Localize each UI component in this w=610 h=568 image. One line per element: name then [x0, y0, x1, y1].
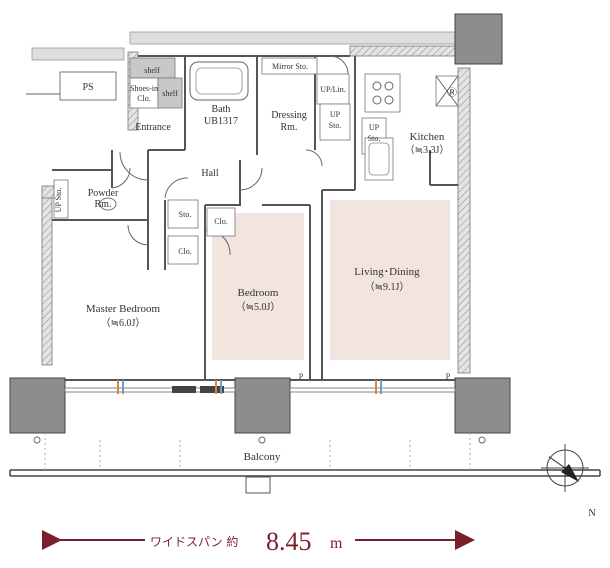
sto-label: Sto.: [329, 121, 342, 130]
width-value: 8.45: [266, 527, 312, 556]
living-dining-size: （≒9.1J）: [365, 281, 410, 293]
master-bedroom-size: （≒6.0J）: [101, 317, 146, 329]
up-lin-label: UP/Lin.: [320, 85, 346, 94]
mirror-storage: [261, 57, 318, 75]
width-label: ワイドスパン 約: [150, 534, 238, 549]
column-s: [234, 377, 291, 434]
kitchen-size-label: （≒3.3J）: [405, 144, 450, 156]
east-wall: [457, 67, 471, 374]
upper-left-wall: [31, 47, 125, 61]
dressing-label: Dressing: [271, 110, 307, 121]
living-highlight: [330, 200, 450, 360]
hall-closet-2: [167, 235, 199, 265]
hall-clo-2-label: Clo.: [178, 247, 192, 256]
bath-label: Bath: [212, 104, 231, 115]
shelf-side-label: shelf: [162, 89, 178, 98]
sash-2: [200, 386, 224, 393]
sash-1: [172, 386, 196, 393]
up-linen: [316, 73, 350, 105]
shoes-clo-label: Clo.: [137, 94, 151, 103]
ps-label: PS: [82, 82, 93, 93]
sto-kitchen-label: Sto.: [368, 134, 381, 143]
upper-corridor-wall: [129, 31, 456, 45]
up-label: UP: [330, 110, 341, 119]
north-wall: [349, 45, 461, 57]
column-se: [454, 377, 511, 434]
shelf-side: [157, 77, 183, 109]
north-label: N: [588, 508, 595, 519]
shoes-in-closet: [129, 77, 159, 109]
up-kitchen-label: UP: [369, 123, 380, 132]
fridge-icon: Ⓡ: [447, 87, 457, 99]
entrance-label: Entrance: [135, 122, 171, 133]
west-wall: [41, 194, 53, 366]
bedroom-label: Bedroom: [238, 287, 279, 299]
compass-icon: [541, 444, 589, 492]
powder-up-storage: [53, 179, 69, 219]
p-label-2: P: [446, 372, 451, 381]
bathtub: [189, 61, 249, 101]
cooktop: [364, 73, 401, 113]
p-label-1: P: [299, 372, 304, 381]
bedroom-size: （≒5.0J）: [236, 301, 281, 313]
powder-up-sto-label: UP Sto.: [54, 188, 63, 213]
width-label-bg: [145, 522, 355, 556]
kitchen-label: Kitchen: [410, 131, 445, 143]
ps-shaft: [59, 71, 117, 101]
powder-rm-label: Rm.: [95, 199, 112, 210]
hall-clo-1-label: Clo.: [214, 217, 228, 226]
powder-label: Powder: [88, 188, 119, 199]
master-bedroom-label: Master Bedroom: [86, 303, 161, 315]
bath-unit-label: UB1317: [204, 116, 238, 127]
door-swings: [111, 55, 349, 256]
bedroom-highlight: [212, 213, 304, 360]
mirror-sto-label: Mirror Sto.: [272, 62, 308, 71]
interior-walls: [52, 55, 470, 381]
column-sw: [9, 377, 66, 434]
window-east: [289, 387, 456, 393]
balcony-divisions: [44, 433, 471, 470]
balcony-hatch: [245, 476, 271, 494]
vent-marks: [117, 380, 382, 394]
column-ne: [454, 13, 503, 65]
hall-sto-label: Sto.: [179, 210, 192, 219]
hall-closet-1: [206, 207, 236, 237]
up-storage: [319, 103, 351, 141]
living-dining-label: Living･Dining: [354, 266, 420, 278]
window-west: [64, 387, 236, 393]
dressing-rm-label: Rm.: [281, 122, 298, 133]
hall-label: Hall: [201, 168, 218, 179]
balcony-label: Balcony: [244, 451, 281, 463]
hall-storage: [167, 199, 199, 229]
shoes-in-label: Shoes-in: [130, 84, 158, 93]
width-unit: m: [330, 535, 343, 552]
shelf-top-label: shelf: [144, 66, 160, 75]
